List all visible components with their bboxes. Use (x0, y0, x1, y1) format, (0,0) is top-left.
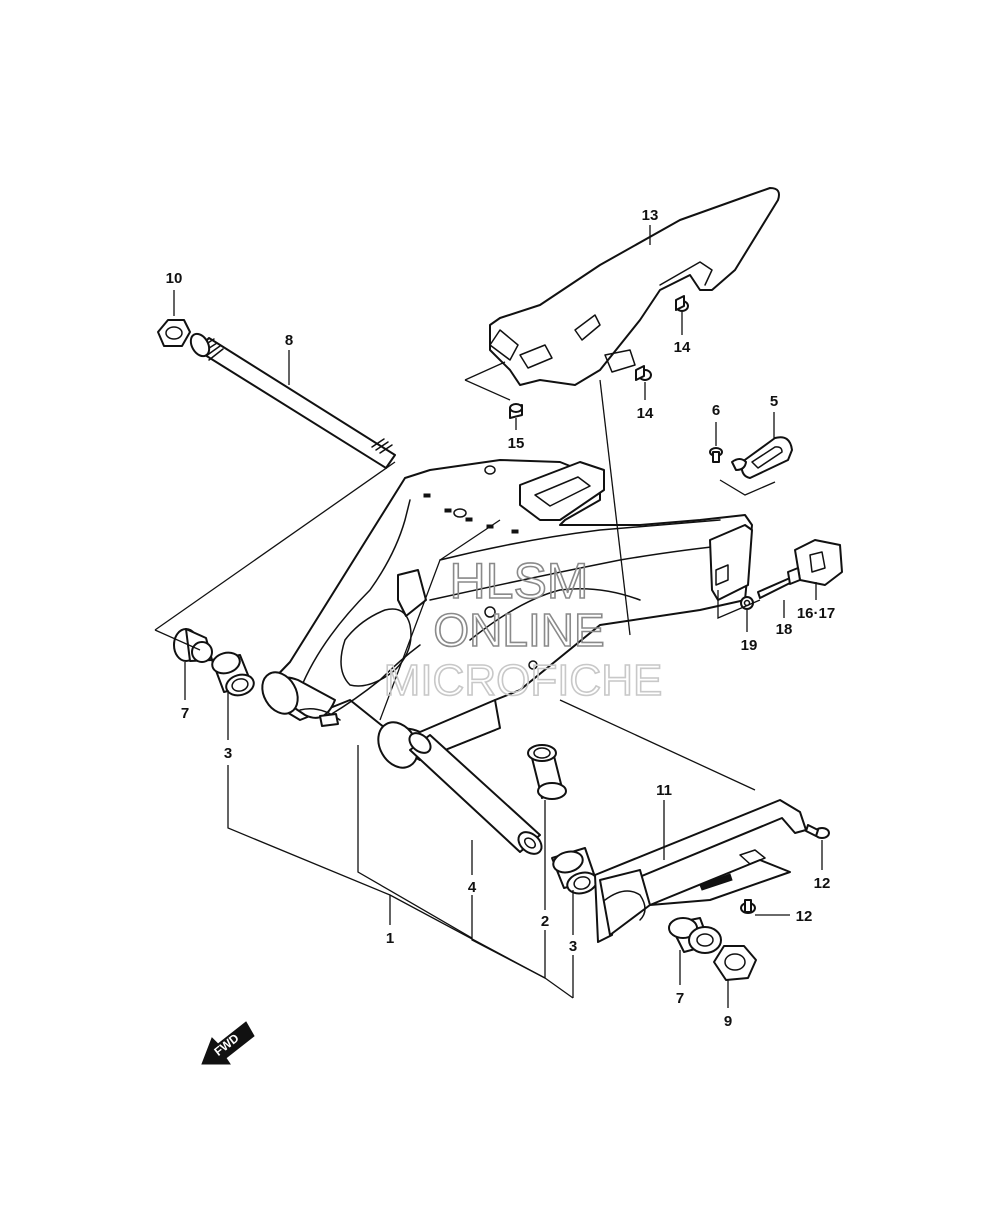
assembly-leader-lines (154, 225, 823, 1008)
needle-bearing-part-2[interactable] (527, 744, 567, 800)
screw-part-6[interactable] (709, 447, 723, 463)
callout-1: 1 (386, 930, 394, 947)
bolt-part-14-lower[interactable] (635, 365, 652, 381)
callout-6: 6 (712, 402, 720, 419)
callout-14-lower: 14 (637, 405, 654, 422)
collar-part-7-right[interactable] (668, 917, 722, 954)
callout-2: 2 (541, 913, 549, 930)
callout-13: 13 (642, 207, 659, 224)
spacer-tube-part-4[interactable] (406, 729, 546, 858)
callout-18: 18 (776, 621, 793, 638)
chain-guard-part-13[interactable] (489, 187, 780, 386)
callout-4: 4 (468, 879, 477, 896)
callout-11: 11 (656, 782, 672, 799)
collar-part-7-left[interactable] (173, 628, 213, 663)
watermark-line-3: MICROFICHE (384, 656, 663, 705)
clip-part-15[interactable] (509, 403, 523, 419)
callout-labels: 10 8 13 14 14 15 6 5 7 3 19 18 16·17 11 … (166, 207, 836, 1030)
nut-part-9[interactable] (713, 945, 757, 981)
callout-9: 9 (724, 1013, 732, 1030)
callout-12-upper: 12 (814, 875, 831, 892)
bolt-part-12-lower[interactable] (740, 899, 756, 914)
callout-10: 10 (166, 270, 183, 287)
bolt-part-12-upper[interactable] (805, 824, 830, 839)
bushing-part-3-left[interactable] (210, 650, 256, 699)
callout-12-lower: 12 (796, 908, 813, 925)
watermark-line-2: ONLINE (433, 604, 604, 656)
callout-3-left: 3 (224, 745, 232, 762)
callout-7-right: 7 (676, 990, 684, 1007)
adjuster-part-16-17[interactable] (794, 539, 843, 586)
callout-5: 5 (770, 393, 778, 410)
callout-7-left: 7 (181, 705, 189, 722)
callout-19: 19 (741, 637, 758, 654)
callout-16-17: 16·17 (797, 605, 835, 622)
callout-14-upper: 14 (674, 339, 691, 356)
callout-3-right: 3 (569, 938, 577, 955)
pivot-shaft-part-8[interactable] (187, 331, 396, 469)
chain-guard-part-11[interactable] (594, 799, 807, 943)
callout-15: 15 (508, 435, 525, 452)
nut-part-10[interactable] (157, 319, 191, 347)
swingarm-part-1[interactable] (255, 459, 753, 775)
bolt-part-14-upper[interactable] (675, 295, 689, 312)
watermark-line-1: HLSM (450, 553, 589, 609)
adjuster-bolt-part-18[interactable] (757, 567, 801, 599)
watermark: HLSM ONLINE MICROFICHE (383, 552, 663, 706)
bracket-part-5[interactable] (731, 436, 793, 479)
callout-8: 8 (285, 332, 293, 349)
fwd-arrow-icon: FWD (201, 1021, 255, 1065)
bushing-part-3-right[interactable] (551, 847, 599, 897)
